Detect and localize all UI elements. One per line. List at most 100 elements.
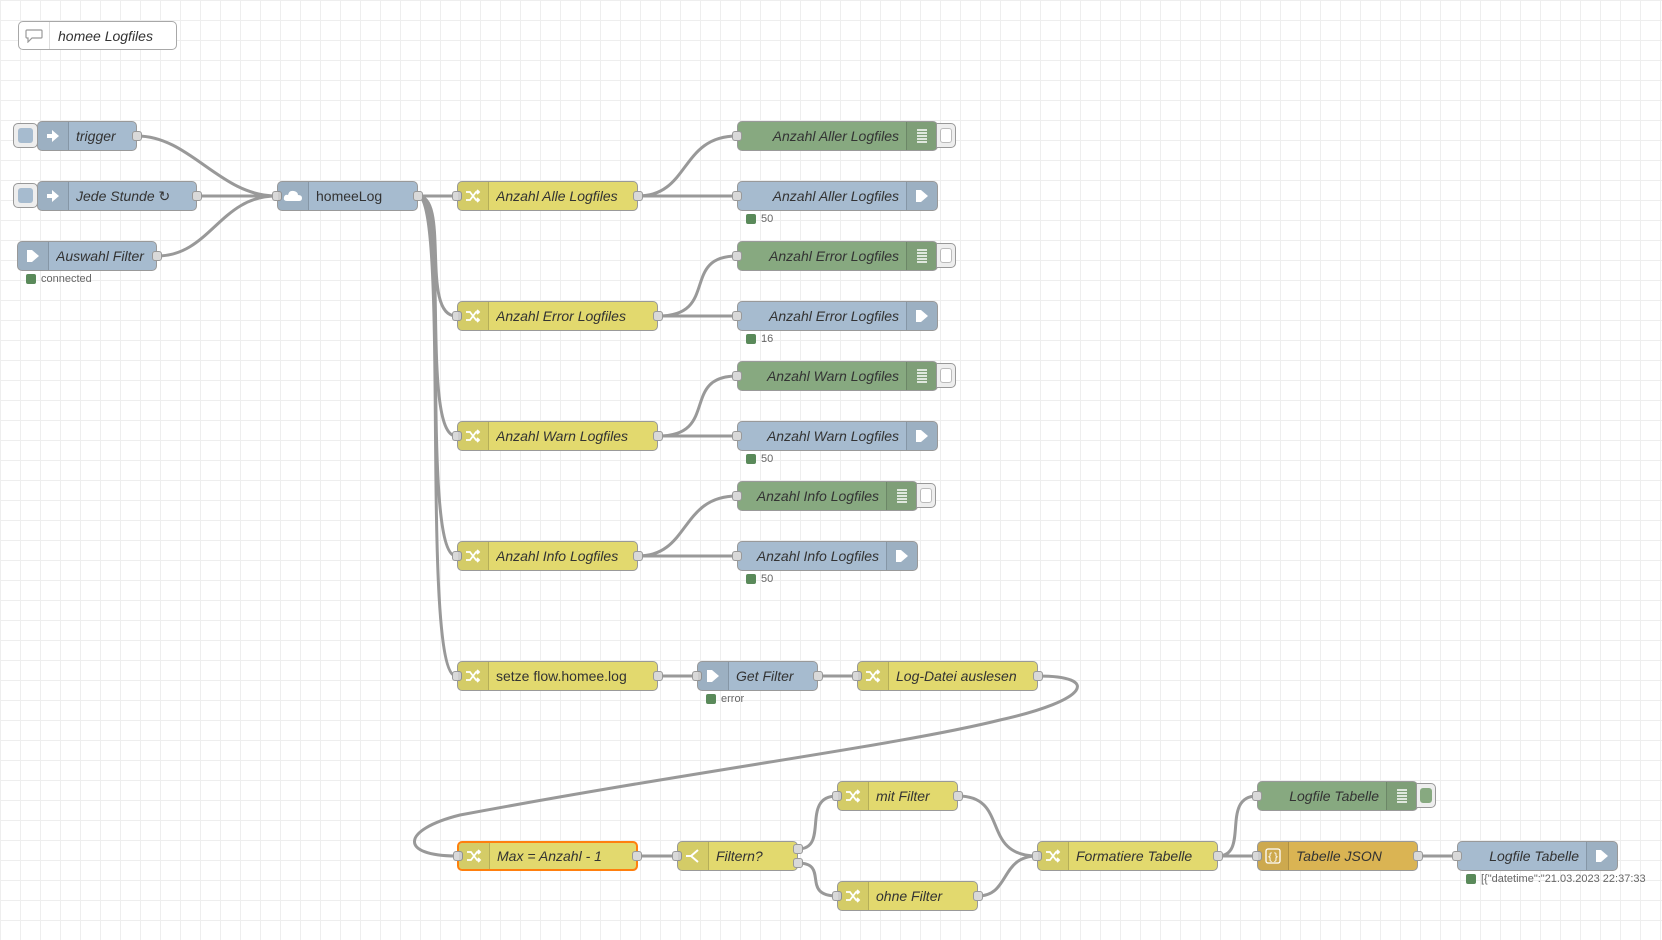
output-port[interactable] [653,431,663,441]
inject-node-trigger[interactable]: trigger [37,121,142,151]
output-port[interactable] [413,191,423,201]
debug-node-aller[interactable]: Anzahl Aller Logfiles [732,121,938,151]
node-label: Anzahl Error Logfiles [496,308,626,324]
input-port[interactable] [852,671,862,681]
output-port[interactable] [1033,671,1043,681]
input-port[interactable] [672,851,682,861]
debug-toggle-button[interactable] [916,483,936,508]
shuffle-icon [459,843,490,869]
input-port[interactable] [452,191,462,201]
inject-node-jede-stunde[interactable]: Jede Stunde ↻ [37,181,202,211]
output-port-2[interactable] [793,858,803,868]
debug-node-error[interactable]: Anzahl Error Logfiles [732,241,938,271]
debug-node-warn[interactable]: Anzahl Warn Logfiles [732,361,938,391]
node-label: Anzahl Warn Logfiles [766,428,899,444]
arrow-out-icon [906,182,937,210]
node-label: Tabelle JSON [1296,848,1382,864]
input-port[interactable] [452,431,462,441]
input-port[interactable] [692,671,702,681]
input-port[interactable] [732,551,742,561]
link-out-node-info[interactable]: Anzahl Info Logfiles [732,541,918,571]
change-node-anzahl-error[interactable]: Anzahl Error Logfiles [452,301,663,331]
output-port[interactable] [653,671,663,681]
output-port[interactable] [632,851,642,861]
change-node-setze-flow[interactable]: setze flow.homee.log [452,661,663,691]
input-port[interactable] [452,671,462,681]
output-port[interactable] [813,671,823,681]
change-node-max-anzahl[interactable]: Max = Anzahl - 1 [453,841,642,871]
arrow-out-icon [906,422,937,450]
input-port[interactable] [452,311,462,321]
status-count: 50 [746,573,773,585]
wire [977,854,1038,898]
change-node-formatiere[interactable]: Formatiere Tabelle [1032,841,1223,871]
list-icon [906,242,937,270]
node-label: setze flow.homee.log [496,668,627,684]
input-port[interactable] [453,851,463,861]
change-node-log-datei[interactable]: Log-Datei auslesen [852,661,1043,691]
function-node-homeelog[interactable]: homeeLog [272,181,423,211]
link-out-node-aller[interactable]: Anzahl Aller Logfiles [732,181,938,211]
wire [417,194,457,558]
inject-button-trigger[interactable] [13,123,38,148]
input-port[interactable] [1252,851,1262,861]
link-out-node-error[interactable]: Anzahl Error Logfiles [732,301,938,331]
input-port[interactable] [832,891,842,901]
flow-comment[interactable]: homee Logfiles [18,21,177,50]
input-port[interactable] [272,191,282,201]
output-port[interactable] [653,311,663,321]
link-out-node-logfile-tabelle[interactable]: Logfile Tabelle [1452,841,1618,871]
debug-node-logfile-tabelle[interactable]: Logfile Tabelle [1252,781,1418,811]
input-port[interactable] [732,251,742,261]
inject-button-jede-stunde[interactable] [13,183,38,208]
input-port[interactable] [732,371,742,381]
template-node-tabelle-json[interactable]: {} Tabelle JSON [1252,841,1423,871]
input-port[interactable] [732,191,742,201]
input-port[interactable] [452,551,462,561]
status-error: error [706,693,744,705]
output-port[interactable] [953,791,963,801]
input-port[interactable] [832,791,842,801]
input-port[interactable] [732,491,742,501]
node-label: Anzahl Warn Logfiles [496,428,629,444]
change-node-mit-filter[interactable]: mit Filter [832,781,963,811]
output-port-1[interactable] [793,844,803,854]
output-port[interactable] [973,891,983,901]
shuffle-icon [458,302,489,330]
link-call-node-get-filter[interactable]: Get Filter [692,661,823,691]
output-port[interactable] [1213,851,1223,861]
output-port[interactable] [132,131,142,141]
link-in-node-auswahl-filter[interactable]: Auswahl Filter [17,241,162,271]
debug-toggle-button[interactable] [936,243,956,268]
input-port[interactable] [1032,851,1042,861]
list-icon [906,362,937,390]
change-node-ohne-filter[interactable]: ohne Filter [832,881,983,911]
debug-node-info[interactable]: Anzahl Info Logfiles [732,481,918,511]
shuffle-icon [838,882,869,910]
switch-node-filtern[interactable]: Filtern? [672,841,803,871]
change-node-anzahl-info[interactable]: Anzahl Info Logfiles [452,541,643,571]
output-port[interactable] [1413,851,1423,861]
node-label: Anzahl Aller Logfiles [772,128,899,144]
input-port[interactable] [732,131,742,141]
node-label: ohne Filter [876,888,943,904]
input-port[interactable] [732,431,742,441]
change-node-anzahl-warn[interactable]: Anzahl Warn Logfiles [452,421,663,451]
change-node-anzahl-alle[interactable]: Anzahl Alle Logfiles [452,181,643,211]
output-port[interactable] [633,551,643,561]
link-out-node-warn[interactable]: Anzahl Warn Logfiles [732,421,938,451]
debug-toggle-button[interactable] [936,363,956,388]
output-port[interactable] [633,191,643,201]
node-label: Anzahl Error Logfiles [769,308,899,324]
input-port[interactable] [1452,851,1462,861]
input-port[interactable] [1252,791,1262,801]
wire [797,861,838,898]
output-port[interactable] [152,251,162,261]
output-port[interactable] [192,191,202,201]
node-label: mit Filter [876,788,930,804]
list-icon [886,482,917,510]
debug-toggle-button[interactable] [936,123,956,148]
debug-toggle-button[interactable] [1416,783,1436,808]
speech-bubble-icon [19,22,50,49]
input-port[interactable] [732,311,742,321]
